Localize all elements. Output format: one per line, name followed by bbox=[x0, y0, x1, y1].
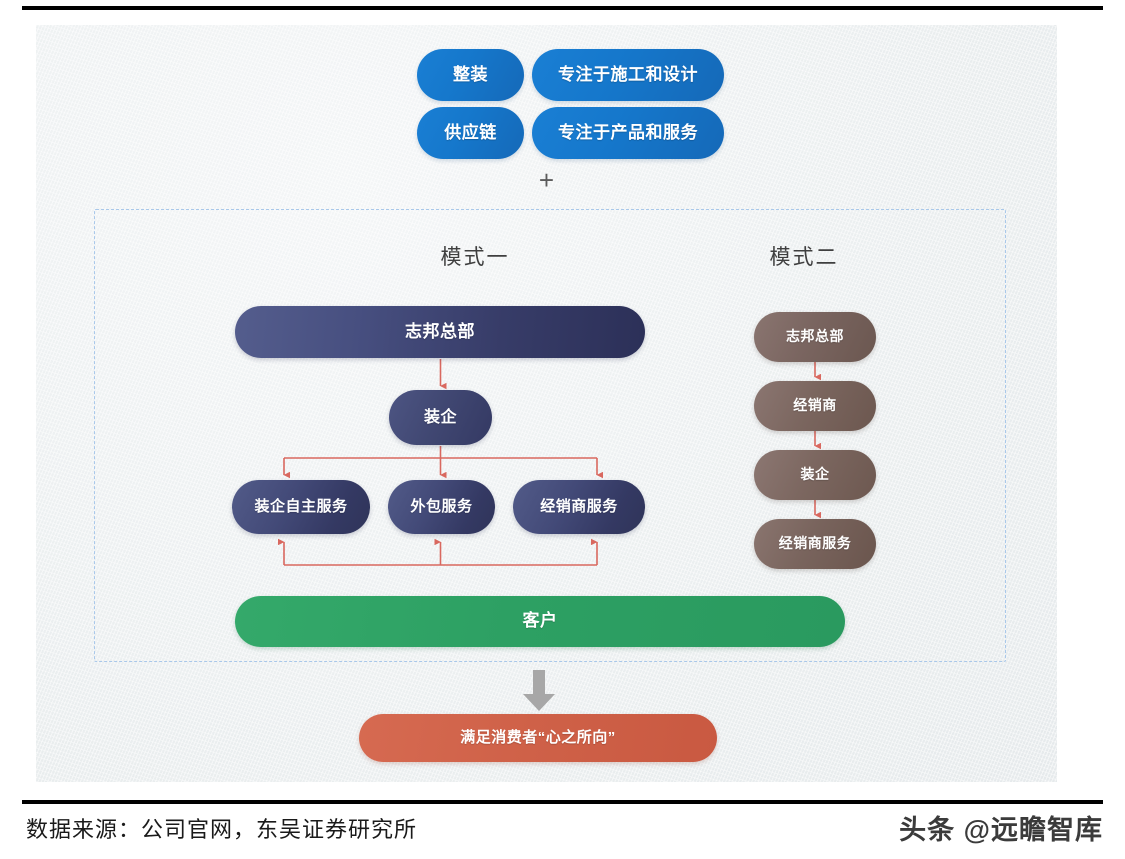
node-mode1-outsourced-service[interactable]: 外包服务 bbox=[388, 480, 495, 534]
modes-group-box bbox=[94, 209, 1006, 662]
column-title-mode2: 模式二 bbox=[769, 246, 839, 269]
watermark: 头条 @远瞻智库 bbox=[899, 815, 1103, 845]
source-note: 数据来源：公司官网，东吴证券研究所 bbox=[26, 817, 418, 842]
top-divider-rule bbox=[22, 6, 1103, 10]
node-mode2-headquarters[interactable]: 志邦总部 bbox=[754, 312, 876, 362]
figure-canvas: 整装 供应链 专注于施工和设计 专注于产品和服务 + 模式一 模式二 bbox=[36, 25, 1057, 782]
gray-down-arrow-icon bbox=[523, 670, 555, 711]
node-customer[interactable]: 客户 bbox=[235, 596, 845, 647]
node-mode2-decoration-company[interactable]: 装企 bbox=[754, 450, 876, 500]
node-mode2-dealer-service[interactable]: 经销商服务 bbox=[754, 519, 876, 569]
tag-focus-product-service[interactable]: 专注于产品和服务 bbox=[532, 107, 724, 159]
plus-symbol: + bbox=[538, 165, 555, 195]
node-mode1-decoration-company[interactable]: 装企 bbox=[389, 390, 492, 445]
node-mode2-dealer[interactable]: 经销商 bbox=[754, 381, 876, 431]
tag-gongyinglian[interactable]: 供应链 bbox=[417, 107, 524, 159]
node-mode1-self-service[interactable]: 装企自主服务 bbox=[232, 480, 370, 534]
bottom-divider-rule bbox=[22, 800, 1103, 804]
column-title-mode1: 模式一 bbox=[440, 246, 510, 269]
node-outcome-statement[interactable]: 满足消费者“心之所向” bbox=[359, 714, 717, 762]
node-mode1-dealer-service[interactable]: 经销商服务 bbox=[513, 480, 645, 534]
tag-focus-construction-design[interactable]: 专注于施工和设计 bbox=[532, 49, 724, 101]
node-mode1-headquarters[interactable]: 志邦总部 bbox=[235, 306, 645, 358]
tag-zhengzhuang[interactable]: 整装 bbox=[417, 49, 524, 101]
